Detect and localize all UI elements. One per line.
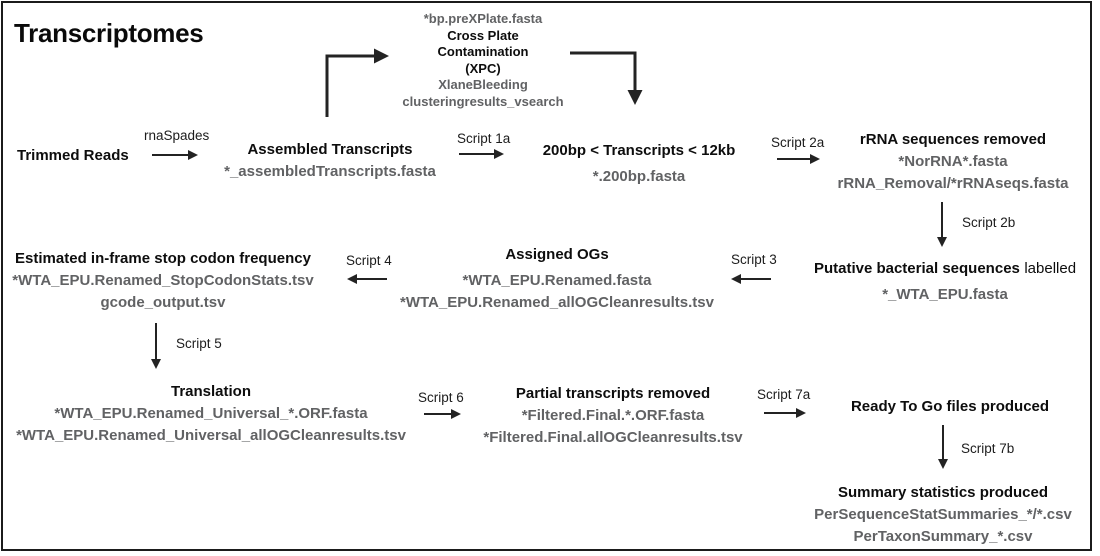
node-file: *WTA_EPU.Renamed.fasta	[462, 272, 652, 289]
node-file: rRNA_Removal/*rRNAseqs.fasta	[837, 175, 1069, 192]
node-file: *.200bp.fasta	[592, 168, 686, 185]
label-script-6: Script 6	[418, 390, 464, 405]
node-cross-plate-contamination: *bp.preXPlate.fasta Cross Plate Contamin…	[402, 11, 563, 110]
node-partial-removed: Partial transcripts removed *Filtered.Fi…	[483, 383, 742, 449]
node-trimmed-reads: Trimmed Reads	[17, 147, 129, 164]
node-file: *_WTA_EPU.fasta	[882, 286, 1008, 303]
arrow-assembled-to-xpc	[325, 48, 389, 117]
node-translation: Translation *WTA_EPU.Renamed_Universal_*…	[16, 381, 406, 447]
node-title: Partial transcripts removed	[515, 385, 711, 402]
node-file: clusteringresults_vsearch	[402, 93, 564, 109]
label-script-7a: Script 7a	[757, 387, 811, 402]
label-script-3: Script 3	[731, 252, 777, 267]
node-file: XlaneBleeding	[438, 77, 528, 92]
node-file: *NorRNA*.fasta	[898, 153, 1008, 170]
node-summary-stats: Summary statistics produced PerSequenceS…	[814, 482, 1072, 548]
label-script-2b: Script 2b	[962, 215, 1016, 230]
node-title: Summary statistics produced	[837, 484, 1049, 501]
node-title-line: Cross Plate	[447, 27, 519, 43]
node-assembled-transcripts: Assembled Transcripts *_assembledTranscr…	[224, 139, 436, 183]
node-file: *_assembledTranscripts.fasta	[224, 163, 436, 180]
node-title: Assembled Transcripts	[247, 141, 413, 158]
node-title: rRNA sequences removed	[859, 131, 1047, 148]
node-file: *Filtered.Final.*.ORF.fasta	[521, 407, 705, 424]
node-size-filtered: 200bp < Transcripts < 12kb *.200bp.fasta	[543, 140, 736, 188]
node-title: 200bp < Transcripts < 12kb	[542, 142, 736, 159]
page-title: Transcriptomes	[14, 18, 204, 48]
node-file: *WTA_EPU.Renamed_allOGCleanresults.tsv	[400, 294, 714, 311]
node-rrna-removed: rRNA sequences removed *NorRNA*.fasta rR…	[838, 129, 1069, 195]
node-title-line: (XPC)	[465, 60, 501, 76]
label-script-2a: Script 2a	[771, 135, 825, 150]
node-assigned-ogs: Assigned OGs *WTA_EPU.Renamed.fasta *WTA…	[400, 244, 714, 314]
arrow-xpc-to-sizefilter	[570, 51, 643, 105]
label-script-7b: Script 7b	[961, 441, 1015, 456]
node-putative-bacterial: Putative bacterial sequences labelled *_…	[814, 258, 1076, 306]
node-title: Translation	[170, 383, 252, 400]
node-title-line: Contamination	[437, 44, 529, 59]
label-script-4: Script 4	[346, 253, 392, 268]
node-title: Assigned OGs	[505, 246, 609, 263]
label-script-1a: Script 1a	[457, 131, 511, 146]
node-title-regular: labelled	[1024, 260, 1077, 277]
node-file: PerTaxonSummary_*.csv	[853, 528, 1033, 545]
node-file: *bp.preXPlate.fasta	[423, 11, 543, 26]
node-file: PerSequenceStatSummaries_*/*.csv	[814, 506, 1072, 523]
node-file: *Filtered.Final.allOGCleanresults.tsv	[483, 429, 743, 446]
label-rnaspades: rnaSpades	[144, 128, 210, 143]
node-title-bold: Putative bacterial sequences	[813, 260, 1020, 277]
node-title: Estimated in-frame stop codon frequency	[15, 250, 311, 267]
node-title: Ready To Go files produced	[850, 398, 1050, 415]
node-file: gcode_output.tsv	[100, 294, 226, 311]
node-title: Putative bacterial sequences labelled	[814, 258, 1076, 280]
node-file: *WTA_EPU.Renamed_Universal_*.ORF.fasta	[54, 405, 368, 422]
node-stop-codon-frequency: Estimated in-frame stop codon frequency …	[12, 248, 313, 314]
node-file: *WTA_EPU.Renamed_Universal_allOGCleanres…	[16, 427, 406, 444]
label-script-5: Script 5	[176, 336, 222, 351]
node-ready-to-go: Ready To Go files produced	[851, 396, 1049, 418]
node-file: *WTA_EPU.Renamed_StopCodonStats.tsv	[12, 272, 314, 289]
